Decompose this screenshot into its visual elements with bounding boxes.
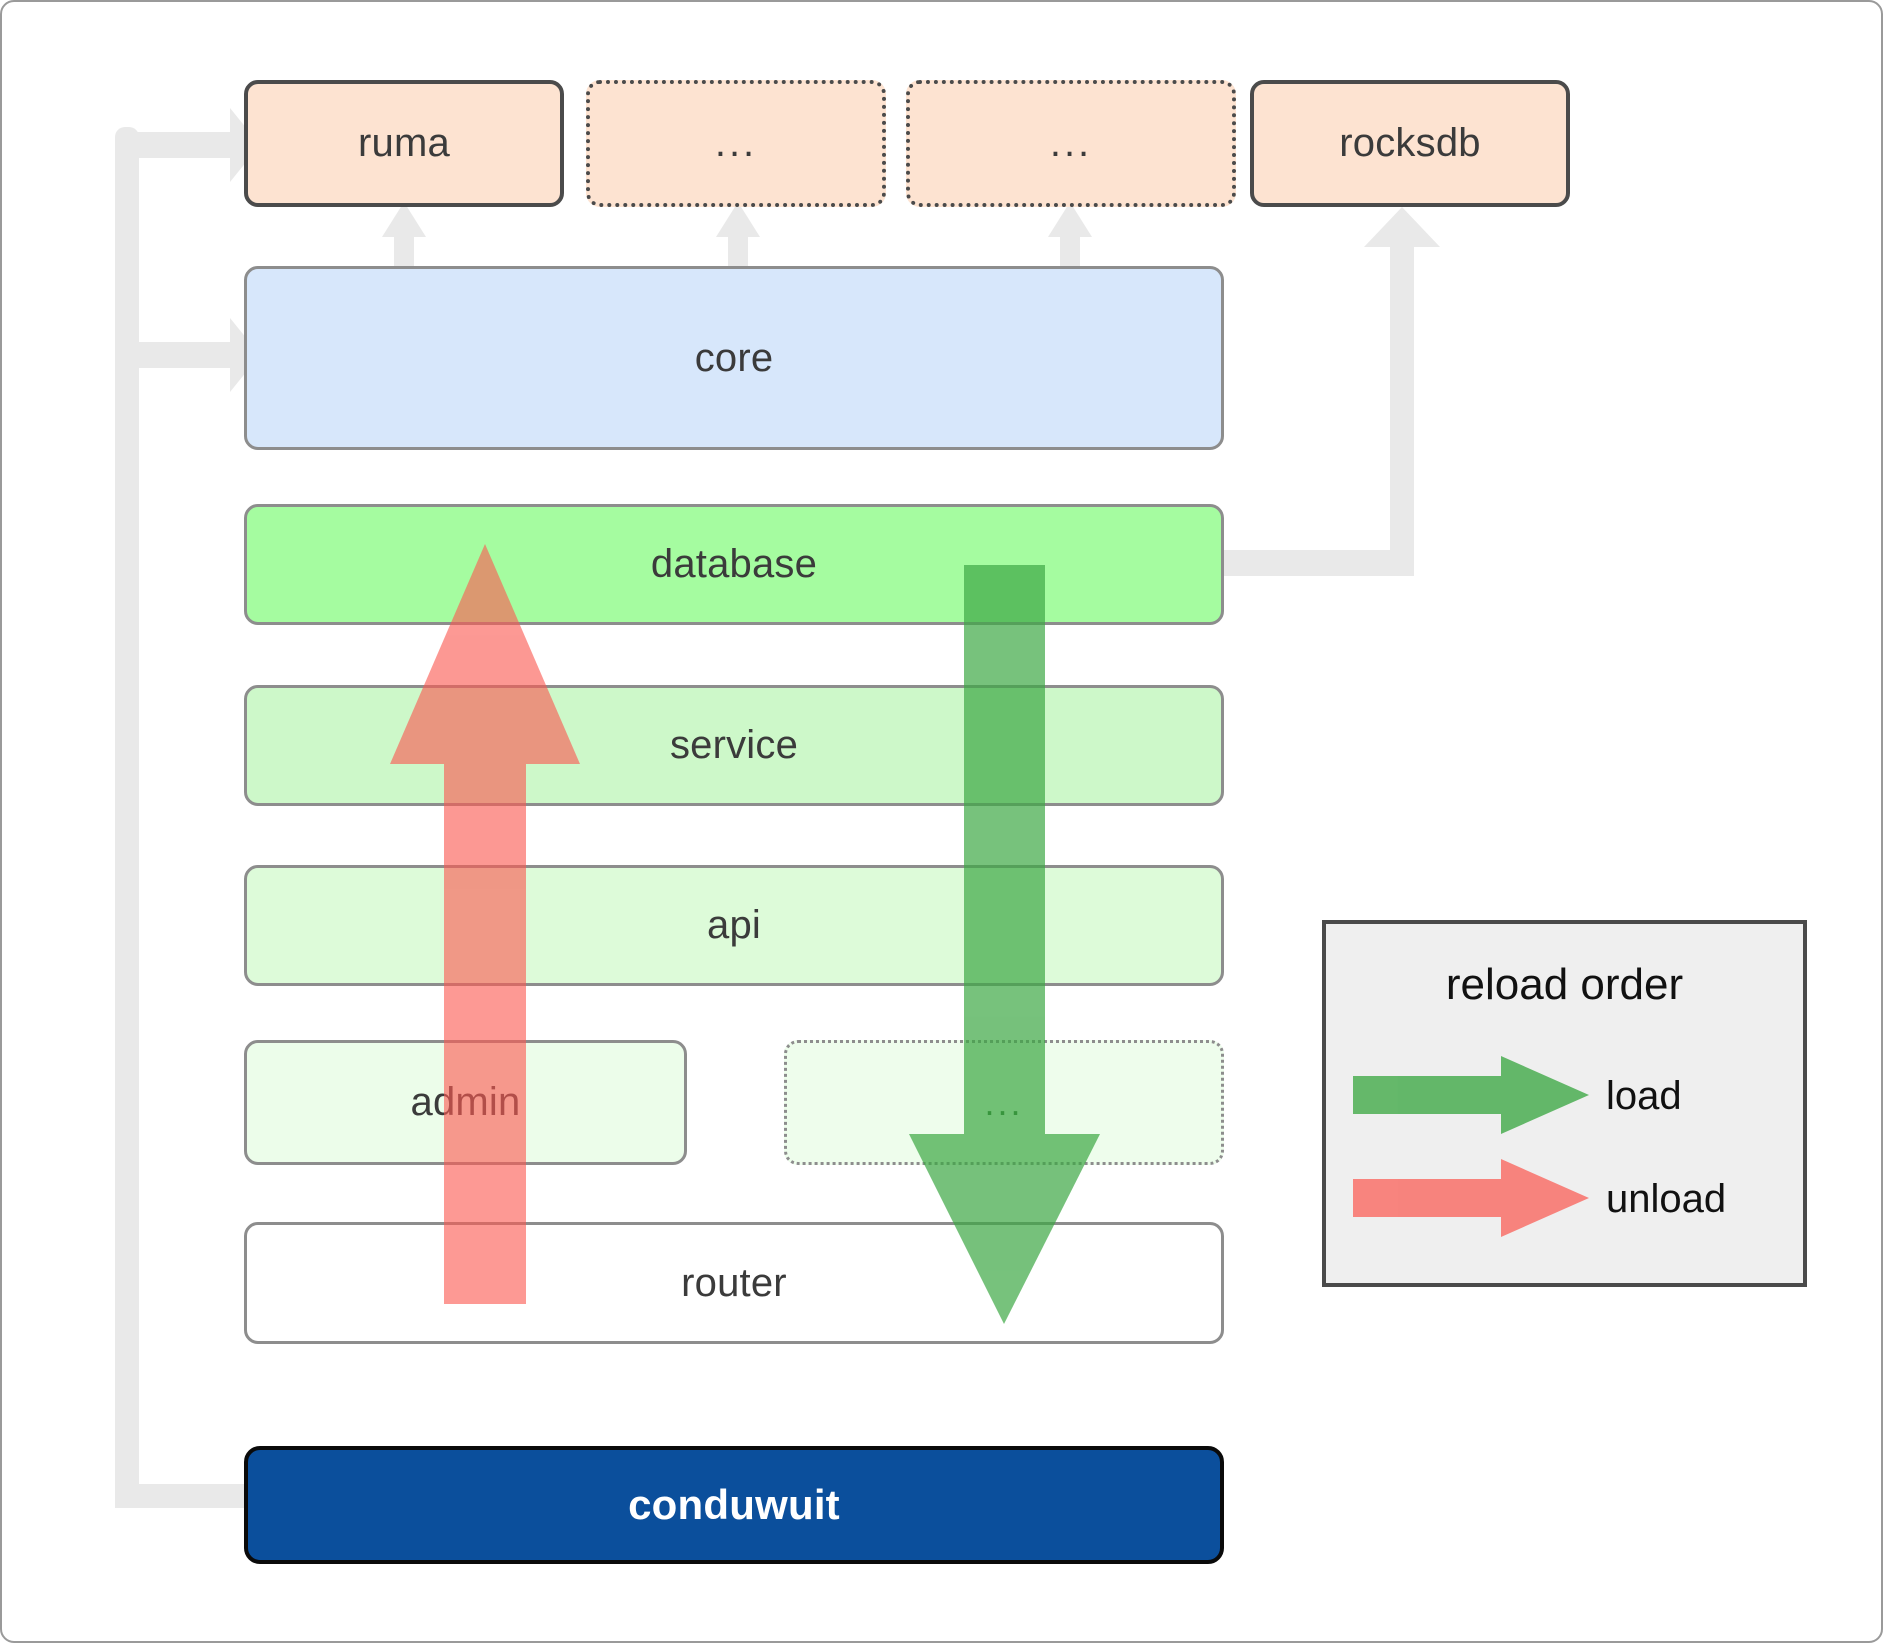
dependency-label-rocksdb: rocksdb <box>1339 121 1481 165</box>
dependency-box-placeholder-2[interactable]: ... <box>906 80 1236 207</box>
layer-box-router[interactable]: router <box>244 1222 1224 1344</box>
layer-label-placeholder: ... <box>984 1081 1024 1123</box>
legend-load-arrow-icon <box>1353 1056 1589 1134</box>
layer-box-api[interactable]: api <box>244 865 1224 986</box>
dependency-label-ruma: ruma <box>358 121 450 165</box>
layer-box-service[interactable]: service <box>244 685 1224 806</box>
layer-box-core[interactable]: core <box>244 266 1224 450</box>
application-label: conduwuit <box>628 1481 840 1528</box>
application-box-conduwuit[interactable]: conduwuit <box>244 1446 1224 1564</box>
layer-label-database: database <box>650 542 818 586</box>
layer-label-admin: admin <box>410 1080 521 1124</box>
layer-box-database[interactable]: database <box>244 504 1224 625</box>
layer-label-api: api <box>707 903 761 947</box>
layer-label-router: router <box>681 1260 787 1305</box>
layer-label-service: service <box>669 723 799 767</box>
legend-label-unload: unload <box>1606 1177 1727 1221</box>
dependency-label-placeholder-1: ... <box>714 121 758 165</box>
dependency-box-rocksdb[interactable]: rocksdb <box>1250 80 1570 207</box>
layer-label-core: core <box>694 335 774 380</box>
layer-box-admin[interactable]: admin <box>244 1040 687 1165</box>
dependency-box-ruma[interactable]: ruma <box>244 80 564 207</box>
dependency-box-placeholder-1[interactable]: ... <box>586 80 886 207</box>
legend-panel: reload order load unload <box>1322 920 1807 1287</box>
legend-label-load: load <box>1606 1074 1682 1118</box>
layer-box-placeholder[interactable]: ... <box>784 1040 1224 1165</box>
legend-unload-arrow-icon <box>1353 1159 1589 1237</box>
dependency-label-placeholder-2: ... <box>1049 121 1093 165</box>
legend-title: reload order <box>1445 960 1684 1009</box>
